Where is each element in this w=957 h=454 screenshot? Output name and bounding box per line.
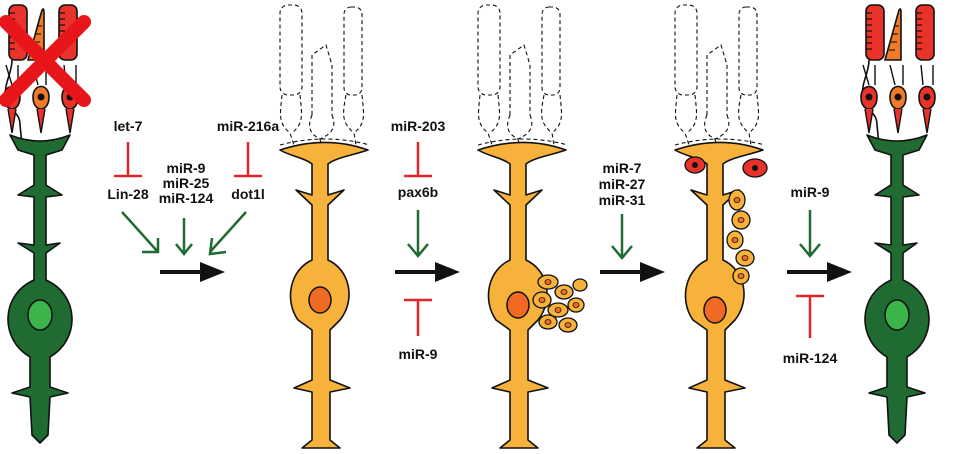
label-let7: let-7 (113, 118, 143, 134)
label-pax6b: pax6b (397, 184, 439, 200)
label-mir9-a: miR-9 (166, 160, 206, 176)
damaged-retina-cell (0, 4, 91, 444)
label-mir9-b: miR-9 (398, 346, 438, 362)
label-mir27: miR-27 (598, 176, 646, 192)
cross-icon (0, 15, 91, 107)
label-mir7: miR-7 (602, 160, 642, 176)
label-mir216a: miR-216a (216, 118, 280, 134)
label-mir9-c: miR-9 (790, 184, 830, 200)
activate-arrows-step1 (121, 211, 247, 257)
label-mir124-a: miR-124 (158, 190, 214, 206)
regenerated-retina-cell (860, 4, 936, 444)
label-dot1l: dot1l (231, 186, 265, 202)
inhibit-mir216a-dot1l (234, 142, 262, 178)
proliferating-progenitors (477, 4, 588, 449)
progression-arrow-1 (160, 262, 225, 282)
inhibit-mir124-step4 (796, 294, 824, 338)
label-mir31: miR-31 (598, 192, 646, 208)
progression-arrow-3 (600, 262, 665, 282)
activate-arrow-step4 (799, 210, 821, 258)
inhibit-mir9-step2 (404, 298, 432, 336)
label-mir124-b: miR-124 (782, 350, 838, 366)
progression-arrow-4 (787, 262, 852, 282)
label-lin28: Lin-28 (107, 186, 149, 202)
dedifferentiated-muller-glia (279, 4, 371, 449)
muller-glia-cell (7, 134, 73, 444)
label-mir203: miR-203 (390, 118, 446, 134)
activate-arrow-step2 (407, 210, 429, 258)
progression-arrow-2 (395, 262, 460, 282)
inhibit-let7-lin28 (114, 142, 142, 178)
differentiating-progenitors (674, 4, 768, 449)
label-mir25: miR-25 (162, 175, 210, 191)
activate-arrow-step3 (611, 214, 633, 260)
inhibit-mir203-pax6b (404, 142, 432, 178)
